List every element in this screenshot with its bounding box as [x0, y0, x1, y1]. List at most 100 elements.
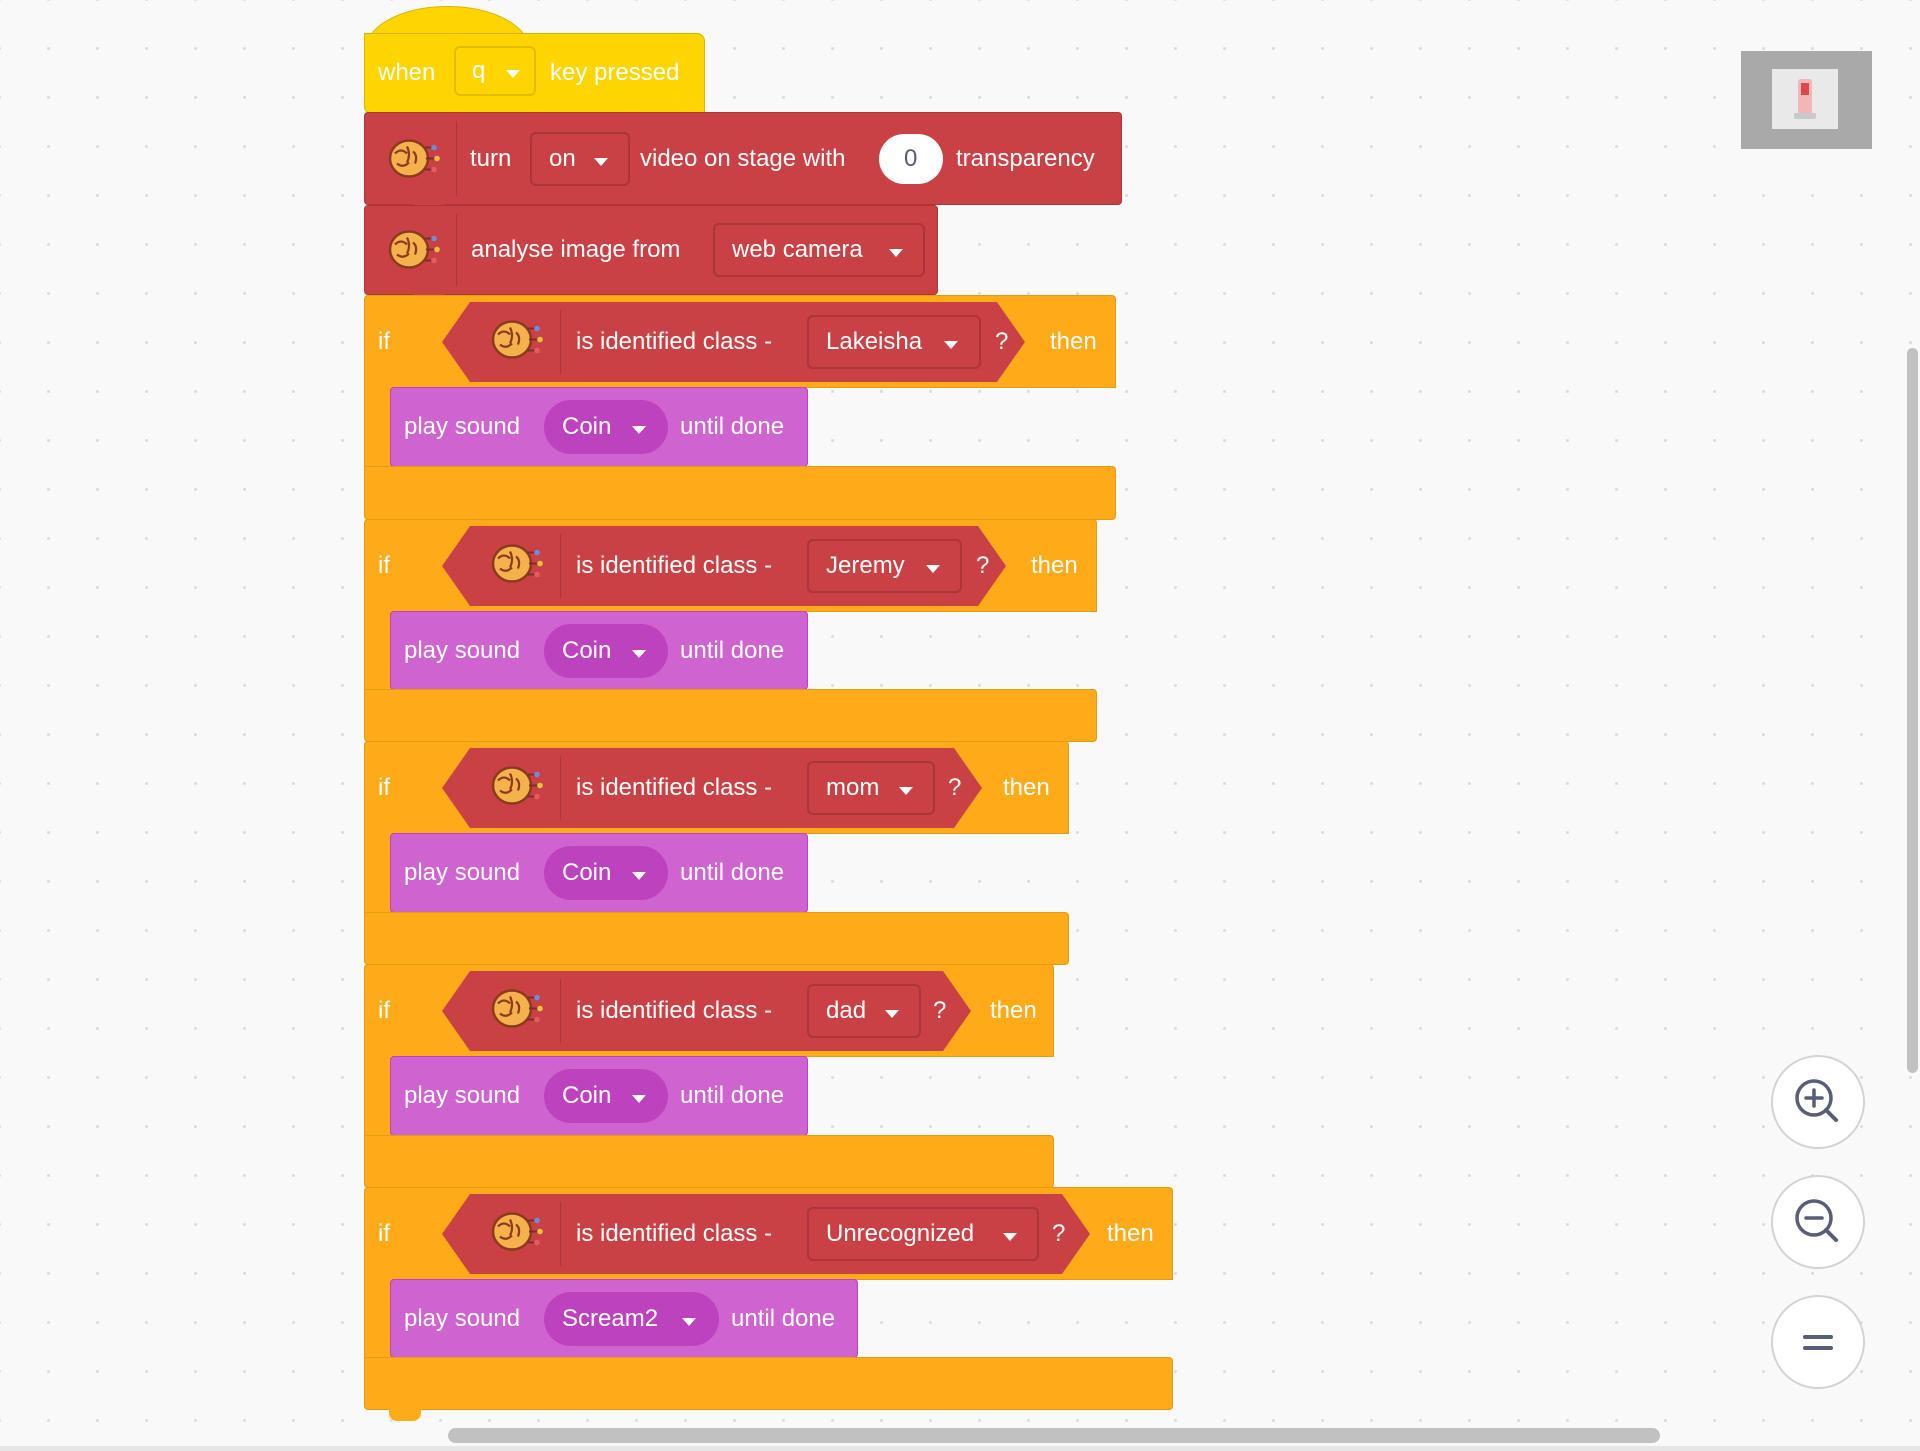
- if-block-bottom: [364, 689, 1097, 742]
- class-dropdown[interactable]: Lakeisha: [807, 315, 981, 369]
- play-sound-block[interactable]: play sound Coin until done: [390, 1056, 808, 1147]
- sound-dropdown[interactable]: Scream2: [544, 1291, 719, 1346]
- if-label: if: [378, 773, 390, 801]
- key-dropdown[interactable]: q: [454, 46, 536, 96]
- class-dropdown[interactable]: Unrecognized: [807, 1207, 1039, 1261]
- question-mark: ?: [976, 552, 990, 579]
- transparency-value: 0: [904, 144, 918, 172]
- sound-value: Coin: [562, 636, 612, 664]
- sprite-thumbnail-button[interactable]: [1741, 51, 1872, 149]
- video-state-value: on: [549, 144, 576, 172]
- condition-label: is identified class -: [576, 774, 773, 801]
- sound-dropdown[interactable]: Coin: [544, 846, 668, 900]
- sound-value: Coin: [562, 1082, 612, 1109]
- identified-class-condition[interactable]: is identified class - Unrecognized ?: [442, 1194, 1090, 1274]
- image-source-dropdown[interactable]: web camera: [713, 223, 925, 277]
- turn-video-block[interactable]: turn on video on stage with 0 transparen…: [364, 112, 1122, 216]
- separator: [456, 121, 457, 196]
- condition-label: is identified class -: [576, 997, 773, 1024]
- class-value: dad: [826, 997, 867, 1024]
- chevron-down-icon: [632, 639, 646, 663]
- horizontal-scrollbar[interactable]: [448, 1428, 1660, 1443]
- question-mark: ?: [948, 774, 962, 801]
- if-label: if: [378, 1219, 390, 1247]
- when-label: when: [378, 59, 436, 86]
- play-sound-block[interactable]: play sound Scream2 until done: [390, 1279, 858, 1369]
- chevron-down-icon: [889, 238, 903, 262]
- key-value: q: [472, 57, 486, 84]
- analyse-label: analyse image from: [471, 236, 681, 263]
- if-then-block[interactable]: if is identified class - Unrecognized ? …: [364, 1187, 1173, 1280]
- sound-value: Coin: [562, 413, 612, 440]
- play-sound-block[interactable]: play sound Coin until done: [390, 387, 808, 478]
- condition-label: is identified class -: [576, 1220, 773, 1247]
- zoom-out-icon: [1795, 1199, 1838, 1242]
- class-value: Unrecognized: [826, 1220, 975, 1247]
- then-label: then: [1107, 1219, 1154, 1247]
- if-then-block[interactable]: if is identified class - mom ? then: [364, 741, 1069, 834]
- sound-dropdown[interactable]: Coin: [544, 400, 668, 454]
- if-block-bottom: [364, 912, 1069, 965]
- zoom-in-icon: [1795, 1079, 1838, 1122]
- when-key-pressed-block[interactable]: when q key pressed: [364, 33, 705, 124]
- then-label: then: [1031, 551, 1078, 579]
- block-notch: [389, 1409, 421, 1421]
- identified-class-condition[interactable]: is identified class - mom ?: [442, 748, 982, 828]
- if-block-arm: [364, 833, 392, 913]
- chevron-down-icon: [632, 1084, 646, 1108]
- play-sound-label: play sound: [404, 1082, 521, 1109]
- class-dropdown[interactable]: mom: [807, 761, 935, 815]
- separator: [456, 214, 457, 286]
- transparency-label: transparency: [956, 144, 1095, 172]
- sound-dropdown[interactable]: Coin: [544, 623, 668, 678]
- if-block-arm: [364, 611, 392, 690]
- image-source-value: web camera: [732, 236, 863, 263]
- then-label: then: [990, 996, 1037, 1024]
- sound-dropdown[interactable]: Coin: [544, 1069, 668, 1123]
- if-label: if: [378, 551, 390, 579]
- vertical-scrollbar[interactable]: [1907, 348, 1918, 1073]
- chevron-down-icon: [1003, 1222, 1017, 1246]
- until-done-label: until done: [680, 636, 785, 664]
- transparency-input[interactable]: 0: [879, 133, 943, 184]
- question-mark: ?: [1052, 1220, 1066, 1247]
- identified-class-condition[interactable]: is identified class - Lakeisha ?: [442, 302, 1025, 382]
- if-then-block[interactable]: if is identified class - dad ? then: [364, 964, 1054, 1057]
- class-value: Jeremy: [826, 552, 905, 579]
- if-then-block[interactable]: if is identified class - Lakeisha ? then: [364, 295, 1116, 388]
- brain-icon: [486, 311, 544, 374]
- video-on-stage-label: video on stage with: [640, 144, 846, 172]
- turn-label: turn: [470, 144, 512, 172]
- analyse-image-block[interactable]: analyse image from web camera: [364, 205, 938, 306]
- play-sound-block[interactable]: play sound Coin until done: [390, 611, 808, 701]
- brain-icon: [486, 535, 544, 598]
- workspace-bottom-border: [0, 1446, 1920, 1451]
- zoom-reset-icon: [1803, 1335, 1833, 1350]
- play-sound-label: play sound: [404, 1304, 521, 1332]
- sprite-thumbnail: [1772, 69, 1838, 129]
- zoom-reset-button[interactable]: [1771, 1295, 1865, 1389]
- question-mark: ?: [933, 997, 947, 1024]
- until-done-label: until done: [680, 1082, 785, 1109]
- play-sound-block[interactable]: play sound Coin until done: [390, 833, 808, 924]
- separator: [560, 979, 561, 1043]
- identified-class-condition[interactable]: is identified class - Jeremy ?: [442, 526, 1006, 606]
- separator: [560, 1202, 561, 1266]
- if-block-arm: [364, 1279, 392, 1358]
- zoom-out-button[interactable]: [1771, 1175, 1865, 1269]
- identified-class-condition[interactable]: is identified class - dad ?: [442, 971, 971, 1051]
- chevron-down-icon: [594, 147, 608, 171]
- zoom-in-button[interactable]: [1771, 1055, 1865, 1149]
- if-then-block[interactable]: if is identified class - Jeremy ? then: [364, 519, 1097, 612]
- class-dropdown[interactable]: Jeremy: [807, 539, 962, 593]
- chevron-down-icon: [682, 1307, 696, 1331]
- condition-label: is identified class -: [576, 552, 773, 579]
- chevron-down-icon: [926, 554, 940, 578]
- chevron-down-icon: [899, 776, 913, 800]
- brain-icon: [486, 757, 544, 820]
- sprite-icon: [1794, 79, 1816, 119]
- brain-icon: [486, 1203, 544, 1266]
- video-state-dropdown[interactable]: on: [530, 131, 630, 186]
- sound-value: Coin: [562, 859, 612, 886]
- class-dropdown[interactable]: dad: [807, 984, 921, 1038]
